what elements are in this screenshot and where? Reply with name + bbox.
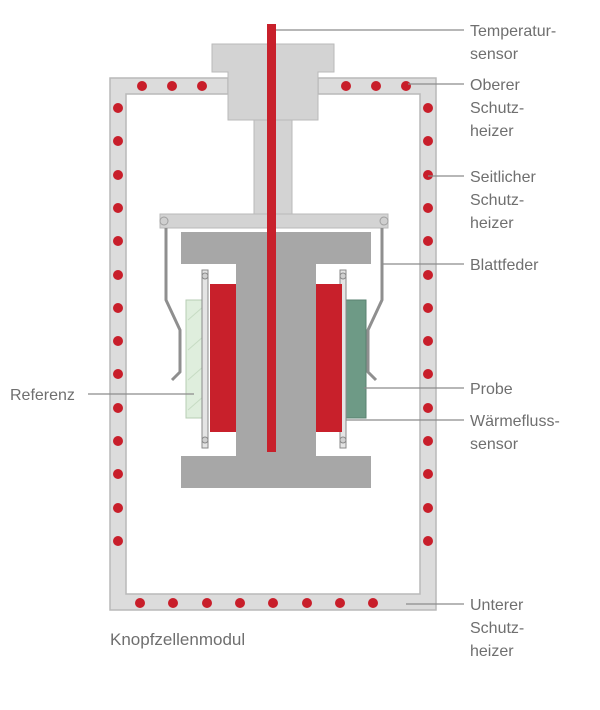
clamp-bracket-left xyxy=(201,269,209,449)
leaf-springs xyxy=(164,228,384,382)
label-lower-guard-heater: Unterer Schutz- heizer xyxy=(470,597,529,660)
heater-dot xyxy=(268,598,278,608)
heater-dot xyxy=(113,403,123,413)
heater-dot xyxy=(235,598,245,608)
label-probe: Probe xyxy=(470,381,513,398)
heater-dot xyxy=(341,81,351,91)
heater-dot xyxy=(423,369,433,379)
reference-hatch xyxy=(187,365,205,381)
label-temperature-sensor: Temperatur- sensor xyxy=(470,23,561,63)
reference-hatch xyxy=(187,305,205,321)
heater-dot xyxy=(335,598,345,608)
reference-hatch xyxy=(187,335,205,351)
heater-dot xyxy=(423,170,433,180)
heater-dot xyxy=(197,81,207,91)
label-heat-flux-sensor: Wärmefluss- sensor xyxy=(470,413,564,453)
heater-dot xyxy=(371,81,381,91)
spring-plate-bolt-right xyxy=(379,216,389,226)
heater-dot xyxy=(167,81,177,91)
clamp-bolt xyxy=(339,436,347,444)
reference-specimen xyxy=(185,299,207,419)
heater-dot xyxy=(113,369,123,379)
heater-dot xyxy=(135,598,145,608)
heat-flux-sensor-left xyxy=(210,284,236,432)
probe-sample xyxy=(345,299,367,419)
clamp-bolt xyxy=(339,272,347,280)
heater-dot xyxy=(423,536,433,546)
heater-dot xyxy=(113,170,123,180)
heater-dot xyxy=(113,536,123,546)
heater-dot xyxy=(423,203,433,213)
reference-hatch xyxy=(187,395,205,411)
heater-dot xyxy=(113,503,123,513)
heater-dot xyxy=(423,136,433,146)
label-leaf-spring: Blattfeder xyxy=(470,257,539,274)
heater-dot xyxy=(113,436,123,446)
heater-dot xyxy=(113,103,123,113)
spring-plate-bolt-left xyxy=(159,216,169,226)
heater-dot xyxy=(113,136,123,146)
heater-dot xyxy=(423,503,433,513)
heater-dot xyxy=(423,303,433,313)
heater-dot xyxy=(423,236,433,246)
heater-dot xyxy=(137,81,147,91)
guard-heater-dots xyxy=(113,81,433,608)
heater-dot xyxy=(401,81,411,91)
heater-dot xyxy=(423,103,433,113)
label-reference: Referenz xyxy=(10,387,75,404)
label-side-guard-heater: Seitlicher Schutz- heizer xyxy=(470,169,540,232)
callout-labels: Temperatur- sensor Oberer Schutz- heizer… xyxy=(10,23,564,660)
heater-dot xyxy=(202,598,212,608)
heater-dot xyxy=(423,336,433,346)
heater-dot xyxy=(168,598,178,608)
heater-dot xyxy=(113,203,123,213)
heater-dot xyxy=(113,469,123,479)
heat-flux-sensor-right xyxy=(316,284,342,432)
clamp-bolt xyxy=(201,272,209,280)
heater-dot xyxy=(423,403,433,413)
heater-dot xyxy=(302,598,312,608)
heater-dot xyxy=(368,598,378,608)
heater-dot xyxy=(113,336,123,346)
heater-dot xyxy=(113,236,123,246)
label-module: Knopfzellenmodul xyxy=(110,630,245,649)
leader-lines xyxy=(88,29,464,605)
heater-dot xyxy=(423,469,433,479)
heater-dot xyxy=(113,270,123,280)
heater-dot xyxy=(113,303,123,313)
leaf-spring-right xyxy=(366,228,384,382)
leaf-spring-left xyxy=(164,228,182,382)
heater-dot xyxy=(423,436,433,446)
label-upper-guard-heater: Oberer Schutz- heizer xyxy=(470,77,529,140)
clamp-bolt xyxy=(201,436,209,444)
temperature-sensor-rod xyxy=(267,24,276,452)
heater-dot xyxy=(423,270,433,280)
